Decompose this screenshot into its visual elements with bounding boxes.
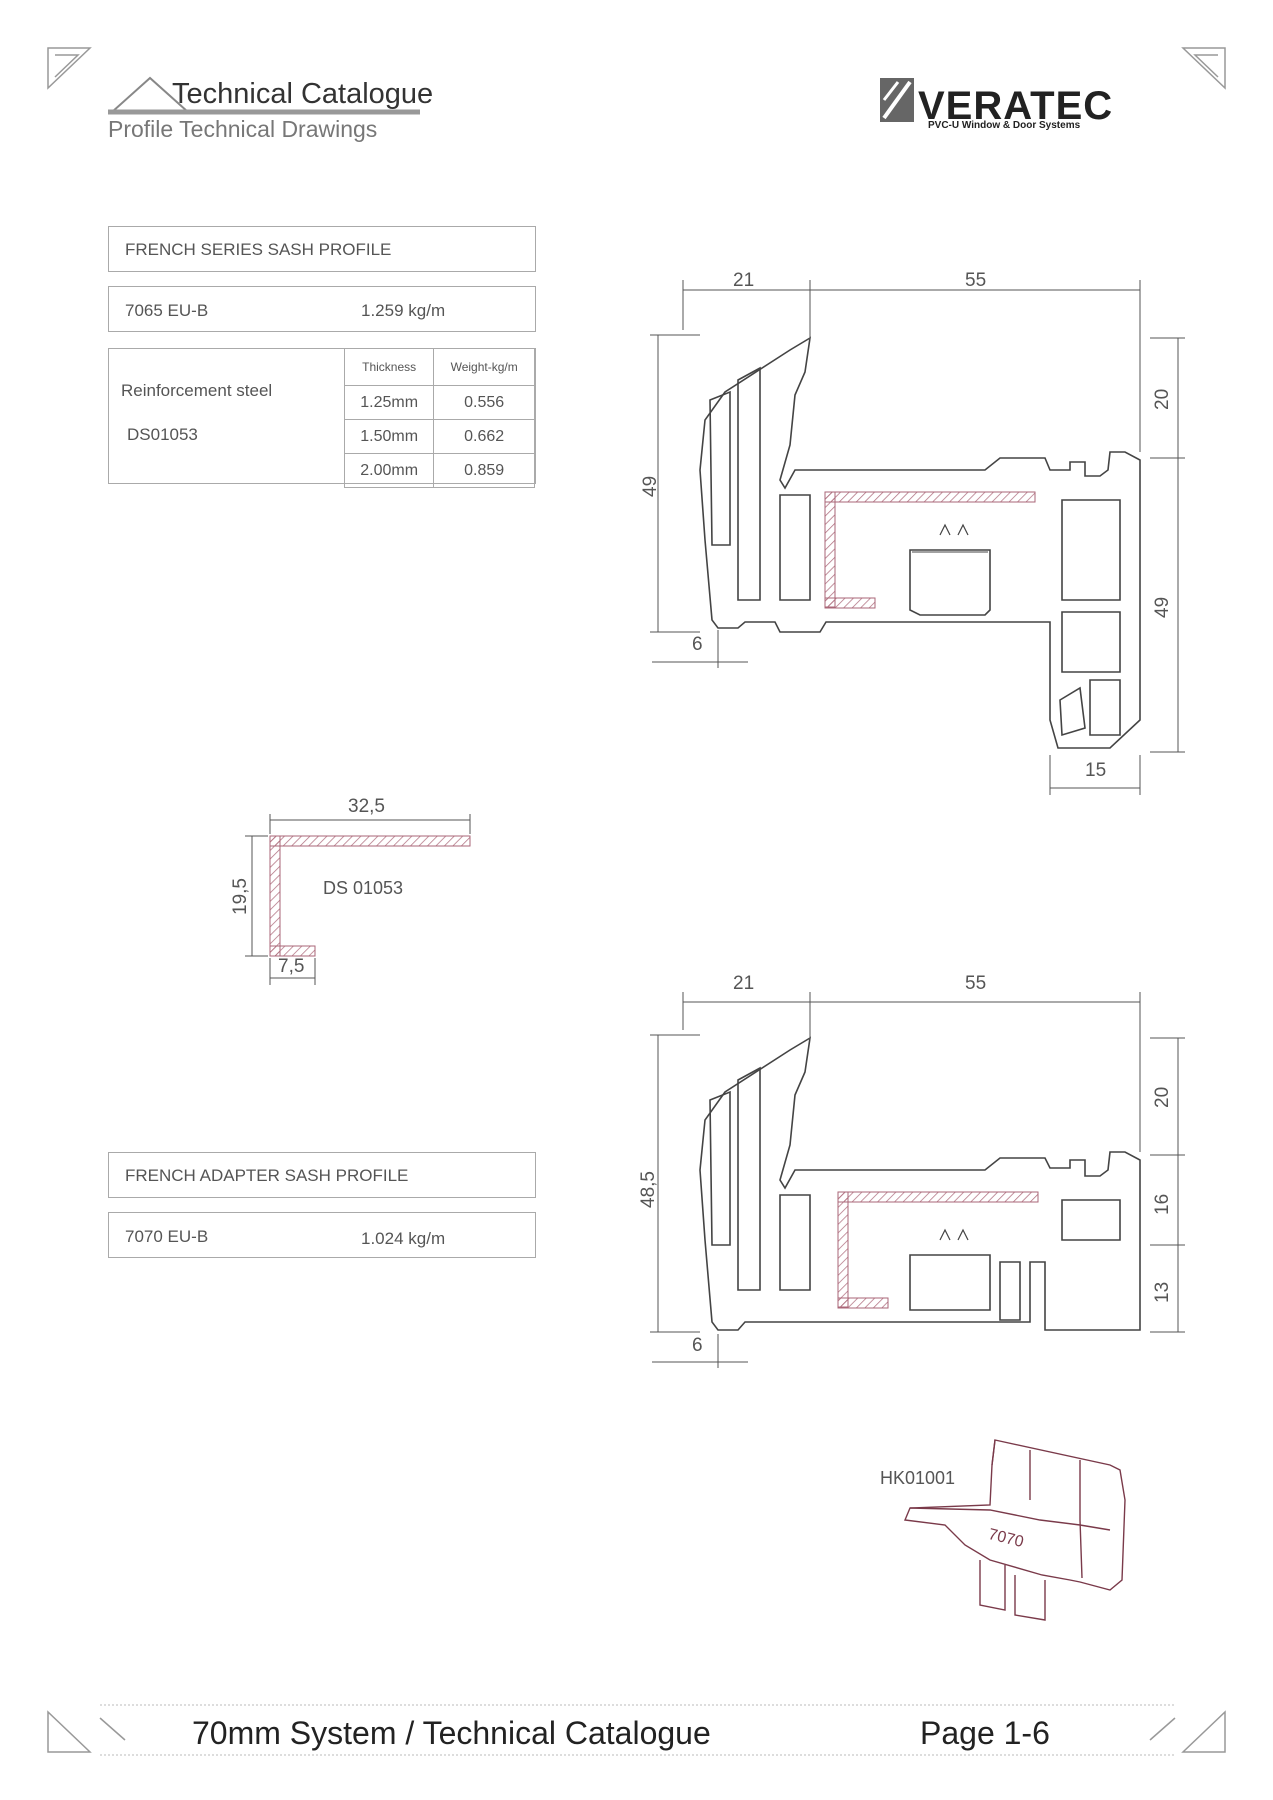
end-cap-drawing (903, 1439, 1126, 1621)
dim-label: 6 (692, 634, 703, 655)
reinforcement-table: Thickness Weight-kg/m 1.25mm 0.556 1.50m… (343, 348, 535, 488)
dim-label: 49 (640, 475, 661, 497)
cell-thickness: 2.00mm (343, 453, 435, 488)
sash-heading: FRENCH SERIES SASH PROFILE (125, 240, 392, 259)
veratec-logo-mark (880, 78, 914, 122)
dim-label: 15 (1085, 760, 1107, 781)
dim-label: 7,5 (278, 956, 305, 977)
dim-label: 19,5 (230, 878, 251, 915)
adapter-reinforcement-hatch (837, 1191, 1039, 1203)
th-thickness: Thickness (343, 348, 435, 386)
corner-mark-top-right (1181, 47, 1226, 90)
dim-label: 48,5 (638, 1171, 659, 1208)
adapter-heading: FRENCH ADAPTER SASH PROFILE (125, 1166, 409, 1185)
dim-label: 21 (733, 270, 755, 291)
dim-label: 20 (1152, 388, 1173, 410)
cell-weight: 0.556 (433, 385, 535, 420)
sash-profile-drawing (699, 336, 1141, 749)
adapter-dimension-lines (650, 992, 1185, 1368)
header-roof-icon (108, 76, 420, 115)
page-number: Page 1-6 (920, 1715, 1050, 1751)
brand-tagline: PVC-U Window & Door Systems (928, 120, 1081, 131)
cell-weight: 0.859 (433, 453, 535, 488)
dim-label: 55 (965, 973, 987, 994)
corner-mark-bottom-right (1149, 1710, 1226, 1753)
steel-section-drawing (269, 835, 471, 957)
dim-label: 55 (965, 270, 987, 291)
brand-logo: VERATEC (918, 84, 1114, 128)
dim-label: 32,5 (348, 796, 385, 817)
reinforcement-label: Reinforcement steel (121, 381, 273, 400)
adapter-heading-box: FRENCH ADAPTER SASH PROFILE (108, 1152, 536, 1198)
sash-dimension-lines (650, 280, 1185, 795)
corner-mark-bottom-left (47, 1710, 126, 1753)
adapter-weight: 1.024 kg/m (361, 1229, 446, 1248)
adapter-profile-drawing (699, 1036, 1141, 1331)
header-title: Technical Catalogue (172, 78, 434, 110)
dim-label: 21 (733, 973, 755, 994)
sash-weight: 1.259 kg/m (361, 301, 446, 320)
dim-label: 20 (1152, 1086, 1173, 1108)
header-subtitle: Profile Technical Drawings (108, 116, 378, 142)
dim-label: 16 (1152, 1193, 1173, 1215)
steel-dimension-lines (245, 814, 471, 985)
steel-code: DS 01053 (323, 878, 404, 898)
sash-code-box: 7065 EU-B 1.259 kg/m (108, 286, 536, 332)
dim-label: 6 (692, 1335, 703, 1356)
dim-label: 49 (1152, 596, 1173, 618)
footer-title: 70mm System / Technical Catalogue (192, 1715, 711, 1751)
cell-thickness: 1.50mm (343, 419, 435, 454)
reinforcement-code: DS01053 (127, 425, 198, 444)
end-cap-code: HK01001 (880, 1468, 956, 1488)
dim-label: 13 (1152, 1281, 1173, 1303)
corner-mark-top-left (47, 47, 92, 90)
sash-code: 7065 EU-B (125, 301, 209, 320)
sash-heading-box: FRENCH SERIES SASH PROFILE (108, 226, 536, 272)
cell-thickness: 1.25mm (343, 385, 435, 420)
adapter-code: 7070 EU-B (125, 1227, 209, 1246)
reinforcement-box: Reinforcement steel DS01053 Thickness We… (108, 348, 536, 488)
adapter-code-box: 7070 EU-B 1.024 kg/m (108, 1212, 536, 1258)
cell-weight: 0.662 (433, 419, 535, 454)
sash-reinforcement-hatch (824, 491, 1036, 503)
th-weight: Weight-kg/m (433, 348, 535, 386)
